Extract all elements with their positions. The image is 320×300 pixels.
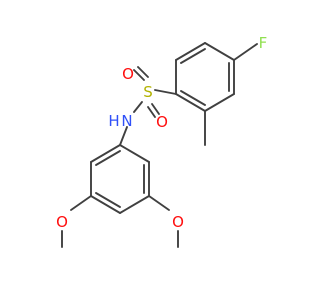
hydrogen-atom-label: H — [108, 112, 119, 130]
bond — [119, 144, 150, 163]
bonds — [61, 42, 258, 248]
bond — [147, 106, 156, 118]
chemical-structure: F O S O H N O O — [56, 34, 267, 248]
bond — [95, 150, 121, 166]
sulfonyl-oxygen-bottom-label: O — [156, 113, 168, 131]
bond — [137, 66, 149, 78]
atom-labels: F O S O H N O O — [56, 34, 267, 231]
bond — [119, 195, 150, 214]
bond — [133, 101, 143, 113]
methoxy-oxygen-left-label: O — [56, 213, 68, 231]
bond — [151, 103, 160, 115]
bond — [154, 89, 177, 95]
bond — [133, 69, 145, 81]
bond — [90, 195, 121, 214]
bond — [233, 43, 258, 61]
bond — [90, 144, 121, 163]
sulfonyl-oxygen-top-label: O — [122, 65, 134, 83]
methoxy-oxygen-right-label: O — [172, 213, 184, 231]
bond — [148, 195, 170, 211]
bond — [175, 93, 206, 112]
bond — [204, 93, 235, 112]
bond — [119, 126, 128, 146]
fluorine-atom-label: F — [259, 34, 268, 52]
bond — [180, 90, 206, 106]
bond — [95, 192, 121, 208]
sulfur-atom-label: S — [143, 83, 153, 101]
bond — [180, 48, 206, 64]
bond — [70, 195, 92, 211]
bond — [175, 42, 206, 61]
bond — [204, 42, 235, 61]
nitrogen-atom-label: N — [121, 112, 132, 130]
